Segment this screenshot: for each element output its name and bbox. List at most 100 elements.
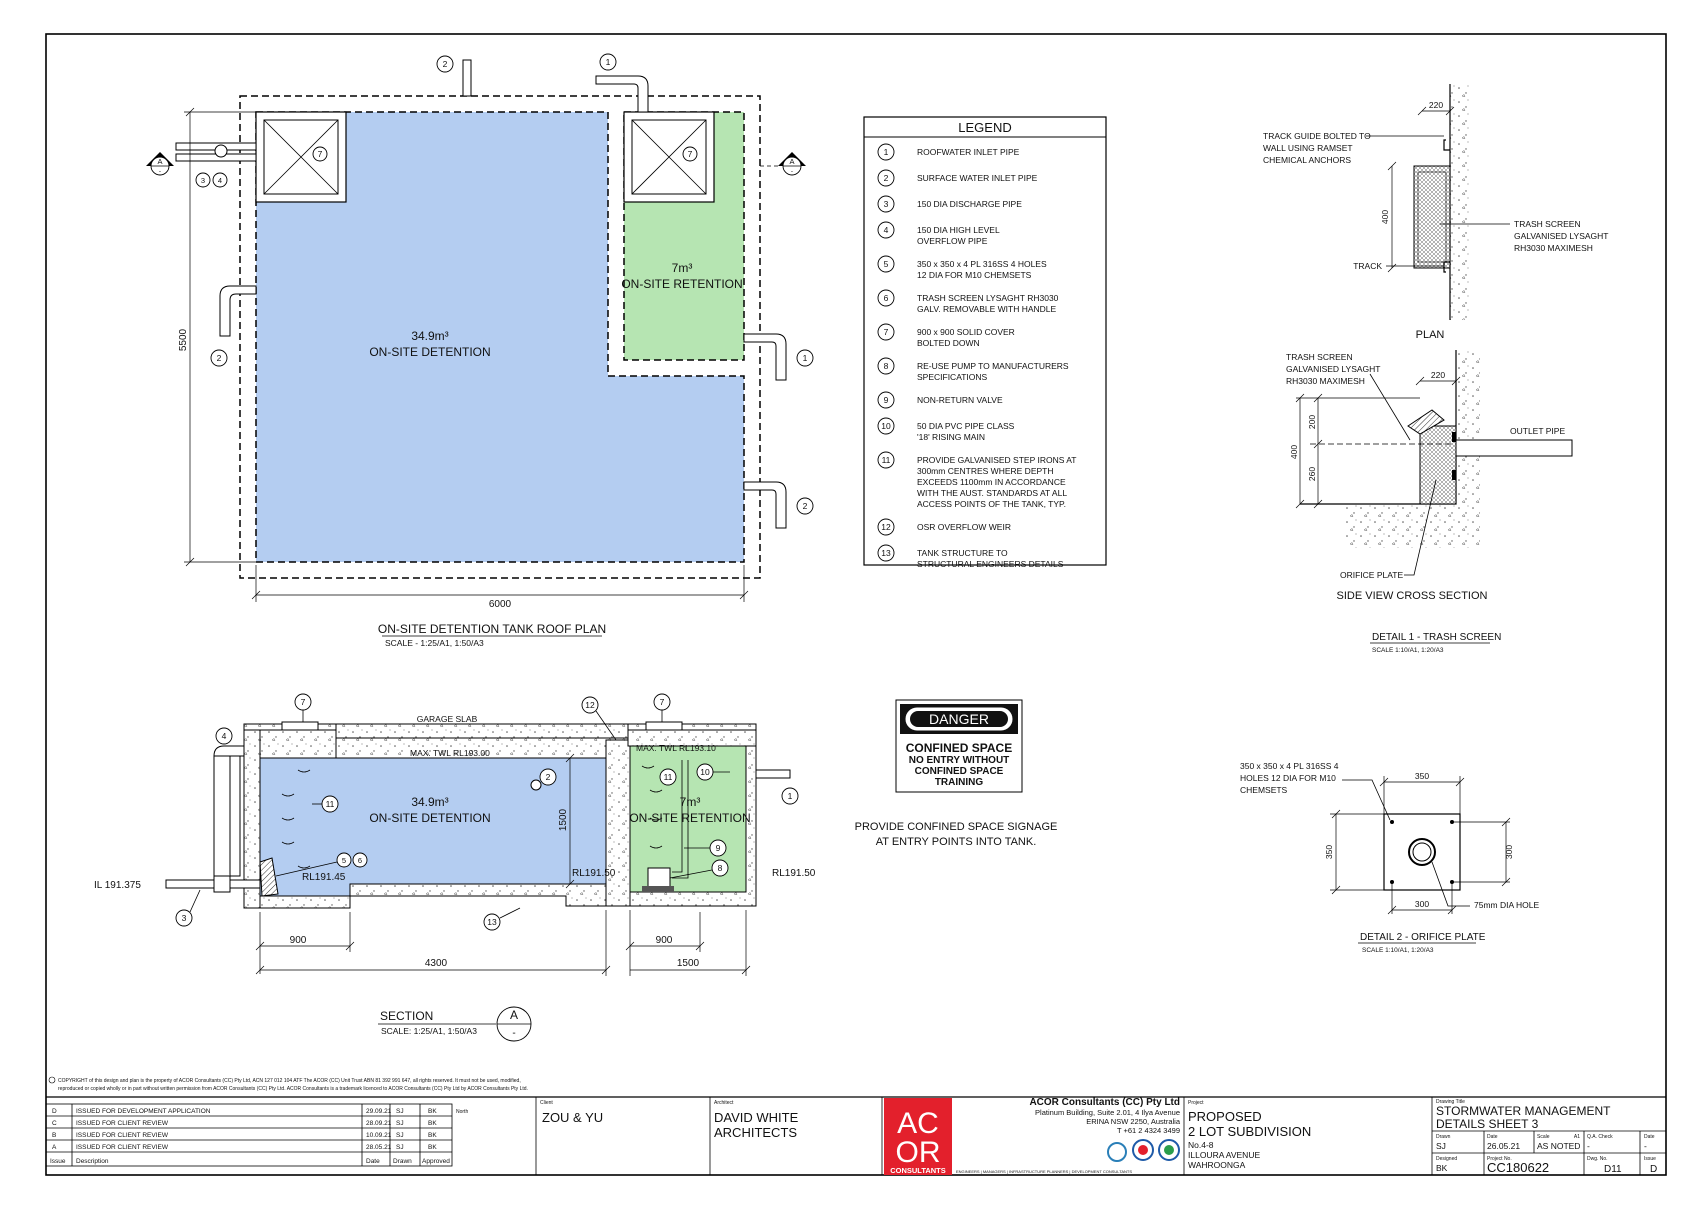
legend-item-text: SPECIFICATIONS (917, 372, 988, 382)
north-label: North (456, 1109, 468, 1115)
svg-text:300: 300 (1504, 845, 1514, 859)
section-view: 7 7 4 12 11 2 5 6 11 10 9 8 1 3 13 GARAG… (94, 693, 816, 1042)
svg-text:RH3030 MAXIMESH: RH3030 MAXIMESH (1286, 376, 1365, 386)
plan-section-marker-right: A - (760, 152, 806, 176)
svg-text:T +61 2 4324 3499: T +61 2 4324 3499 (1117, 1126, 1180, 1135)
legend-item-text: TANK STRUCTURE TO (917, 548, 1008, 558)
svg-text:6: 6 (884, 293, 889, 303)
svg-text:9: 9 (716, 843, 721, 853)
svg-text:A: A (157, 157, 162, 166)
svg-text:11: 11 (664, 772, 673, 782)
legend-item-text: RE-USE PUMP TO MANUFACTURERS (917, 361, 1069, 371)
project-number: CC180622 (1487, 1160, 1549, 1175)
d1-plan-label: PLAN (1416, 329, 1445, 341)
svg-text:BK: BK (428, 1132, 437, 1139)
svg-text:TRASH SCREEN: TRASH SCREEN (1514, 219, 1581, 229)
legend-item-text: OSR OVERFLOW WEIR (917, 522, 1011, 532)
svg-text:2: 2 (884, 173, 889, 183)
svg-text:CONSULTANTS: CONSULTANTS (890, 1166, 946, 1175)
svg-text:28.05.21: 28.05.21 (366, 1144, 392, 1151)
svg-text:Date: Date (366, 1158, 380, 1165)
pipe-2-right (743, 481, 787, 529)
svg-text:TRACK: TRACK (1353, 261, 1382, 271)
roof-plan: 7 7 34.9m³ ON-SITE DETENTION 7m³ ON-SITE… (146, 53, 814, 648)
svg-text:CHEMSETS: CHEMSETS (1240, 785, 1288, 795)
svg-text:2: 2 (443, 59, 448, 69)
svg-text:1: 1 (803, 353, 808, 363)
svg-text:-: - (1587, 1141, 1590, 1151)
svg-text:3: 3 (884, 199, 889, 209)
svg-text:Issue: Issue (50, 1158, 66, 1165)
d1-dim-400: 400 (1380, 210, 1390, 224)
svg-text:26.05.21: 26.05.21 (1487, 1141, 1520, 1151)
svg-text:B: B (52, 1132, 56, 1139)
legend-item: 2 SURFACE WATER INLET PIPE (877, 169, 1038, 187)
pipe-1-right (743, 333, 787, 381)
section-rl-floor: RL191.45 (302, 872, 346, 883)
svg-text:Drawn: Drawn (393, 1158, 412, 1165)
svg-text:4: 4 (884, 225, 889, 235)
svg-text:2: 2 (546, 772, 551, 782)
signage-note-2: AT ENTRY POINTS INTO TANK. (876, 836, 1037, 848)
svg-text:TRAINING: TRAINING (935, 777, 984, 788)
section-rl-right: RL191.50 (772, 868, 816, 879)
svg-text:BK: BK (428, 1120, 437, 1127)
pipe-1-top (595, 75, 649, 113)
svg-text:BK: BK (1436, 1163, 1448, 1173)
legend-item-text: PROVIDE GALVANISED STEP IRONS AT (917, 455, 1077, 465)
svg-text:AC: AC (897, 1107, 939, 1140)
svg-text:Project No.: Project No. (1487, 1156, 1512, 1162)
svg-text:ENGINEERS | MANAGERS | INFRAST: ENGINEERS | MANAGERS | INFRASTRUCTURE PL… (956, 1169, 1132, 1174)
svg-text:Date: Date (1487, 1134, 1498, 1140)
svg-text:Issue: Issue (1644, 1156, 1656, 1162)
section-detention-label: ON-SITE DETENTION (369, 811, 490, 825)
cover-left: 7 (255, 111, 347, 203)
svg-text:A: A (52, 1144, 57, 1151)
pipe-2-top (462, 59, 472, 97)
svg-text:OR: OR (896, 1136, 941, 1169)
legend-item-text: SURFACE WATER INLET PIPE (917, 173, 1038, 183)
company-name: ACOR Consultants (CC) Pty Ltd (1029, 1097, 1180, 1108)
svg-text:350 x 350 x 4 PL 316SS 4: 350 x 350 x 4 PL 316SS 4 (1240, 761, 1339, 771)
d2-title: DETAIL 2 - ORIFICE PLATE (1360, 932, 1486, 943)
section-marker: A - (496, 1006, 532, 1042)
svg-text:7: 7 (688, 149, 693, 159)
svg-text:8: 8 (884, 361, 889, 371)
svg-text:3: 3 (182, 913, 187, 923)
detention-area (256, 112, 744, 562)
svg-text:TRACK GUIDE BOLTED TO: TRACK GUIDE BOLTED TO (1263, 131, 1371, 141)
svg-text:4: 4 (222, 731, 227, 741)
svg-text:Platinum Building, Suite 2.01,: Platinum Building, Suite 2.01, 4 Ilya Av… (1035, 1108, 1180, 1117)
legend-item-text: GALV. REMOVABLE WITH HANDLE (917, 304, 1057, 314)
section-max-twl-or: MAX. TWL RL193.10 (636, 743, 716, 753)
svg-text:Drawing Title: Drawing Title (1436, 1099, 1465, 1105)
svg-text:SJ: SJ (396, 1108, 404, 1115)
svg-text:75mm DIA HOLE: 75mm DIA HOLE (1474, 900, 1540, 910)
cover-right: 7 (623, 111, 715, 203)
d2-scale: SCALE 1:10/A1, 1:20/A3 (1362, 947, 1434, 954)
legend-title: LEGEND (958, 120, 1011, 135)
svg-text:-: - (512, 1028, 515, 1039)
svg-text:Dwg. No.: Dwg. No. (1587, 1156, 1608, 1162)
plan-retention-volume: 7m³ (672, 261, 693, 275)
svg-text:SJ: SJ (396, 1144, 404, 1151)
svg-text:Architect: Architect (714, 1100, 734, 1106)
svg-text:900: 900 (290, 935, 307, 946)
svg-text:No.4-8: No.4-8 (1188, 1140, 1214, 1150)
svg-text:D: D (52, 1108, 57, 1115)
section-retention-volume: 7m³ (680, 795, 701, 809)
plan-section-marker-left: A - (146, 152, 174, 176)
svg-text:HOLES 12 DIA FOR M10: HOLES 12 DIA FOR M10 (1240, 773, 1336, 783)
section-max-twl-od: MAX. TWL RL193.00 (410, 748, 490, 758)
